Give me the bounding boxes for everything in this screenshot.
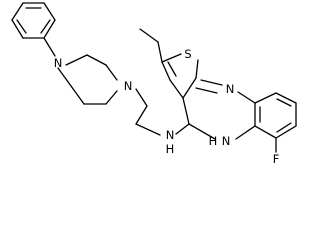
bond-bz-1 xyxy=(254,92,277,104)
bond-pip-1 xyxy=(65,54,88,66)
bond-bz-double-1 xyxy=(276,98,292,107)
bond-phenyl-6 xyxy=(11,19,24,39)
molecule-structure-diagram: S N N N N H N H F xyxy=(11,2,297,166)
bond-bz-double-2 xyxy=(276,122,292,133)
bond-dz-2 xyxy=(182,77,197,99)
atom-n-amine: N xyxy=(166,128,175,142)
bond-bz-2 xyxy=(275,92,297,104)
bond-phenyl-double-3 xyxy=(16,19,27,34)
bond-linker-2 xyxy=(135,105,148,125)
bond-phenyl-double-2 xyxy=(40,19,51,34)
bond-ethyl-1 xyxy=(157,41,163,63)
bond-dz-8 xyxy=(188,123,216,140)
atom-h-diazepine-bottom: H xyxy=(209,134,218,148)
bond-pip-6 xyxy=(57,67,85,105)
atom-h-amine: H xyxy=(166,142,175,156)
bond-bz-4 xyxy=(275,125,297,139)
bond-linker-3 xyxy=(135,123,161,136)
bond-dz-1 xyxy=(182,97,190,125)
atom-f: F xyxy=(273,152,280,166)
atom-n-diazepine-bottom: N xyxy=(222,134,231,148)
atom-n-piperazine-left: N xyxy=(54,56,63,70)
bond-phenyl-3 xyxy=(43,2,56,21)
atom-s: S xyxy=(184,47,191,61)
bond-dz-5 xyxy=(237,91,256,104)
bond-phenyl-4 xyxy=(43,19,56,39)
molecule-structure-canvas: S N N N N H N H F xyxy=(11,2,297,166)
bond-dz-7 xyxy=(235,125,256,140)
bond-th-3 xyxy=(167,61,177,77)
bond-phenyl-n xyxy=(43,37,56,57)
bond-dz-3 xyxy=(200,79,223,86)
bond-th-2 xyxy=(161,61,171,81)
bond-bz-5 xyxy=(254,125,277,139)
bond-pip-3 xyxy=(105,64,118,81)
bond-amine-c xyxy=(175,123,190,135)
bond-ethyl-2 xyxy=(139,28,159,43)
bond-phenyl-1 xyxy=(11,2,24,21)
bond-dz-4 xyxy=(195,87,218,94)
bond-linker-1 xyxy=(135,88,148,107)
bond-th-1 xyxy=(169,79,184,99)
bond-th-5 xyxy=(195,59,199,79)
bond-th-4 xyxy=(161,53,182,63)
atom-n-piperazine-right: N xyxy=(124,79,133,93)
atom-n-diazepine-top: N xyxy=(226,82,235,96)
atom-label-layer: S N N N N H N H F xyxy=(54,47,280,166)
bond-pip-4 xyxy=(105,90,118,105)
bond-layer xyxy=(11,2,297,153)
bond-pip-2 xyxy=(86,54,107,66)
